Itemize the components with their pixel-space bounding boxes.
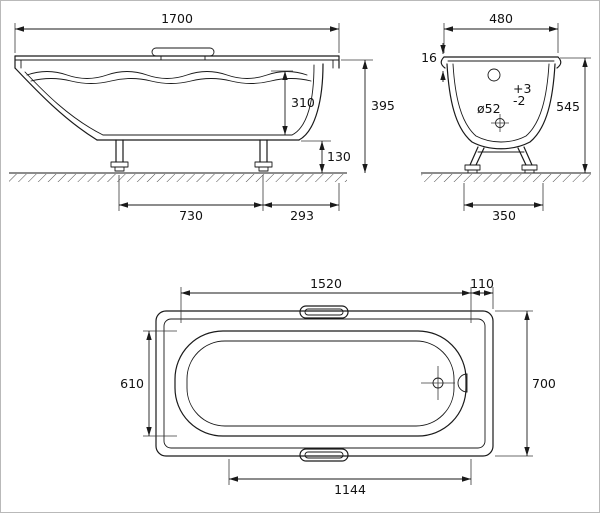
- dim-label-end-width: 110: [470, 276, 494, 291]
- dim-label-overall-length: 1700: [161, 11, 193, 26]
- side-handle: [151, 47, 215, 61]
- plan-view: 1520 110 610 700 1144: [120, 276, 556, 497]
- end-left-foot: [464, 164, 481, 171]
- dim-end-rim-thickness: 16: [421, 43, 446, 82]
- side-right-leg: [259, 139, 268, 163]
- end-ground: [421, 172, 591, 182]
- dim-label-inner-length: 1520: [310, 276, 342, 291]
- end-elevation-view: 480 16 +3 -2 ø52 545 350: [421, 11, 591, 223]
- end-right-leg: [517, 146, 533, 166]
- dim-side-end-overhang: 293: [263, 183, 340, 223]
- side-front-wall-outer: [298, 63, 324, 141]
- handle-inner: [304, 451, 344, 459]
- end-rim-right-curl: [556, 56, 562, 69]
- side-back-slope-outer: [14, 67, 98, 141]
- dim-label-base-length: 1144: [334, 482, 366, 497]
- dim-plan-overall-width: 700: [495, 310, 556, 457]
- dim-label-overall-width: 700: [532, 376, 556, 391]
- end-wall-inner: [452, 63, 550, 143]
- drain-tolerance-note: +3 -2 ø52: [477, 81, 531, 116]
- handle-inner: [304, 308, 344, 316]
- plan-outer-rim: [155, 310, 494, 457]
- dim-label-underside-clearance: 130: [327, 149, 351, 164]
- side-left-leg: [115, 139, 124, 163]
- side-legs: [110, 139, 273, 172]
- end-right-foot: [521, 164, 538, 171]
- dim-end-overall-width: 480: [443, 11, 559, 53]
- tolerance-plus-label: +3: [513, 81, 531, 96]
- dim-label-rim-height: 395: [371, 98, 395, 113]
- overflow-arc: [457, 373, 468, 393]
- dim-label-inner-width: 610: [120, 376, 144, 391]
- side-elevation-view: 1700 310 395 130 730 293: [9, 11, 395, 223]
- dim-plan-inner-width: 610: [120, 330, 177, 437]
- dim-side-rim-height: 395: [341, 59, 395, 173]
- plan-overflow: [457, 373, 468, 393]
- overflow-hole: [487, 68, 501, 82]
- end-rim-left-curl: [440, 56, 446, 69]
- tolerance-minus-label: -2: [513, 93, 525, 108]
- dim-end-leg-span: 350: [463, 183, 544, 223]
- side-right-foot: [254, 161, 273, 168]
- handle-outer: [299, 448, 349, 462]
- end-ground-hatch: [421, 174, 591, 182]
- side-ground-hatch: [9, 174, 347, 182]
- drain-hole: [491, 114, 509, 132]
- plan-handle-top: [299, 305, 349, 319]
- end-wall-outer: [446, 63, 556, 150]
- drain-diameter-label: ø52: [477, 101, 501, 116]
- end-legs: [464, 146, 538, 174]
- dim-side-underside-clearance: 130: [301, 140, 351, 173]
- dim-label-rim-thickness: 16: [421, 50, 437, 65]
- plan-well-outer: [174, 330, 467, 437]
- side-inner-rim-wave-1: [26, 71, 308, 79]
- drain-circle: [432, 377, 444, 389]
- dim-side-inner-depth: 310: [271, 70, 315, 135]
- dim-label-end-overhang: 293: [290, 208, 314, 223]
- dim-side-overall-length: 1700: [14, 11, 340, 53]
- dim-label-overall-width: 480: [489, 11, 513, 26]
- dim-label-overall-height: 545: [556, 99, 580, 114]
- dim-plan-end-width: 110: [470, 276, 494, 309]
- plan-tub-outline: [155, 310, 494, 457]
- dim-label-leg-span: 730: [179, 208, 203, 223]
- dim-label-inner-depth: 310: [291, 95, 315, 110]
- side-handle-mounts: [160, 55, 206, 61]
- side-front-wall-inner: [291, 64, 315, 136]
- dim-end-overall-height: 545: [556, 57, 591, 173]
- plan-drain: [421, 366, 455, 400]
- dim-label-leg-span: 350: [492, 208, 516, 223]
- plan-inner-rim: [163, 318, 486, 449]
- side-ground: [9, 172, 347, 182]
- side-tub-outline: [14, 55, 340, 141]
- side-inner-rim-wave-2: [30, 78, 312, 84]
- end-tub-outline: [440, 56, 562, 150]
- dim-side-leg-span: 730: [118, 175, 264, 223]
- side-back-slope-inner: [24, 71, 104, 136]
- side-left-foot-pad: [114, 166, 125, 172]
- dim-plan-base-length: 1144: [228, 459, 472, 497]
- plan-well-inner: [186, 340, 455, 427]
- dim-plan-inner-length: 1520: [180, 276, 472, 323]
- side-handle-bar: [151, 47, 215, 57]
- handle-outer: [299, 305, 349, 319]
- side-right-foot-pad: [258, 166, 269, 172]
- side-left-foot: [110, 161, 129, 168]
- end-left-leg: [469, 146, 485, 166]
- plan-handle-bottom: [299, 448, 349, 462]
